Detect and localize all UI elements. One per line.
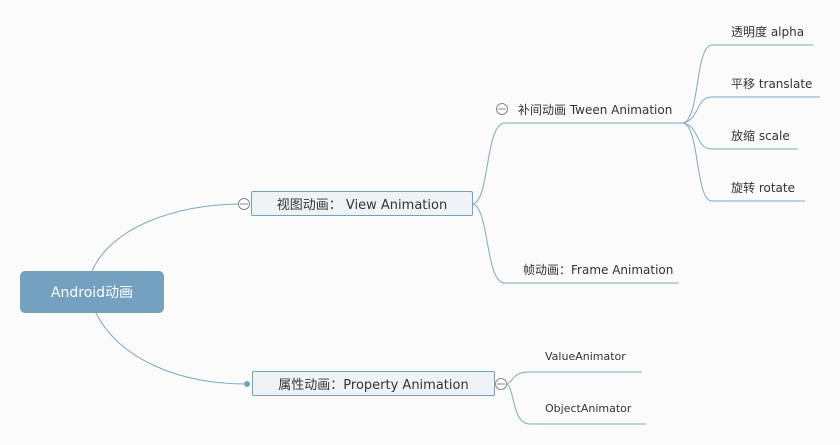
connector-tween-translate bbox=[682, 96, 820, 124]
collapse-icon bbox=[496, 103, 508, 115]
property-animation-node[interactable]: 属性动画：Property Animation bbox=[252, 371, 495, 396]
tween-child-node[interactable]: 平移 translate bbox=[731, 77, 813, 91]
connector-dot-icon bbox=[244, 381, 250, 387]
tween-animation-node[interactable]: 补间动画 Tween Animation bbox=[518, 103, 673, 117]
tween-child-node[interactable]: 旋转 rotate bbox=[731, 181, 795, 195]
collapse-icon bbox=[238, 198, 250, 210]
tween-child-node[interactable]: 透明度 alpha bbox=[731, 25, 805, 39]
tween-child-node[interactable]: 放缩 scale bbox=[731, 129, 790, 143]
root-label: Android动画 bbox=[50, 285, 134, 301]
property-animation-label: 属性动画：Property Animation bbox=[278, 378, 469, 393]
property-child-node[interactable]: ValueAnimator bbox=[545, 350, 626, 363]
root-node[interactable]: Android动画 bbox=[20, 271, 164, 313]
connector-view-frame bbox=[472, 203, 679, 284]
connector-root-property bbox=[95, 312, 248, 385]
connector-view-tween bbox=[472, 122, 683, 205]
frame-animation-node[interactable]: 帧动画：Frame Animation bbox=[523, 263, 674, 277]
view-animation-node[interactable]: 视图动画： View Animation bbox=[251, 191, 473, 216]
property-child-node[interactable]: ObjectAnimator bbox=[545, 402, 632, 415]
connector-property-value bbox=[506, 371, 642, 385]
collapse-icon bbox=[495, 378, 507, 390]
connector-tween-alpha bbox=[682, 44, 813, 124]
connector-root-view bbox=[91, 203, 245, 272]
connector-tween-scale bbox=[682, 122, 798, 150]
view-animation-label: 视图动画： View Animation bbox=[276, 198, 448, 213]
connector-property-object bbox=[506, 383, 646, 425]
connector-tween-rotate bbox=[682, 122, 805, 202]
